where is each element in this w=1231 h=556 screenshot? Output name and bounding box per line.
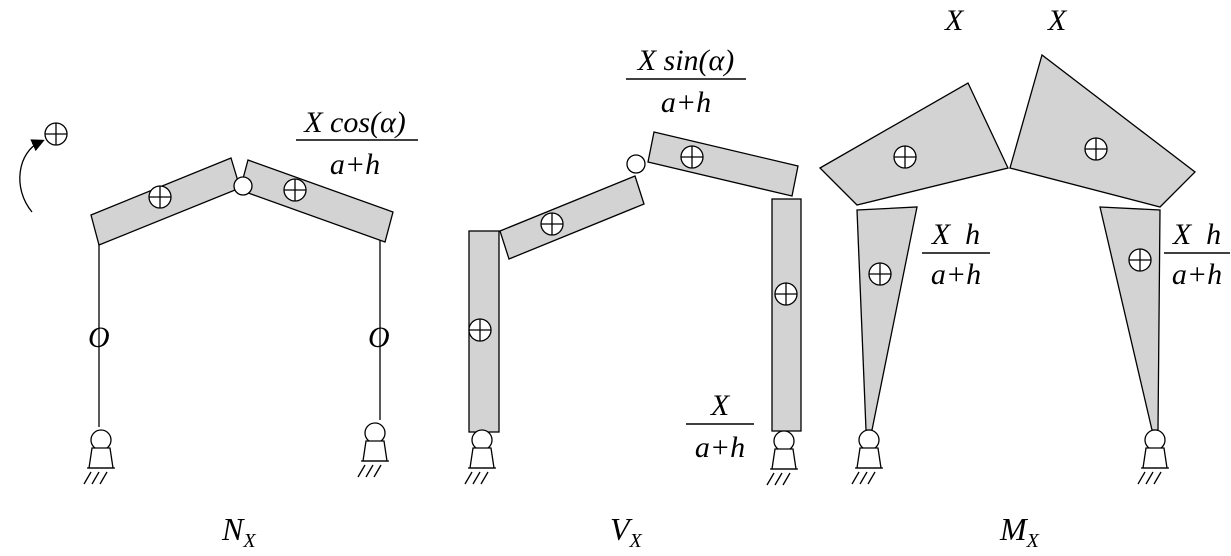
normal-force-fraction: X cos(α) a+h <box>296 106 418 181</box>
right-column-band <box>771 198 802 432</box>
pin-support-icon <box>766 430 799 486</box>
left-rafter-band <box>499 175 645 260</box>
bending-moment-diagram: X X X h a+h X h a+h MX <box>818 4 1230 552</box>
top-right-moment-value: X <box>1047 4 1068 37</box>
crown-hinge <box>233 176 253 196</box>
plus-sign-icon <box>468 318 492 342</box>
fraction-numerator: X h <box>1172 218 1221 251</box>
plus-sign-icon <box>148 185 172 209</box>
left-column-value: O <box>88 321 110 354</box>
sign-convention <box>19 122 68 213</box>
right-column-moment-area <box>1099 206 1161 431</box>
fraction-denominator: a+h <box>695 431 745 464</box>
right-moment-fraction: X h a+h <box>1164 218 1230 291</box>
pin-support-icon <box>851 429 884 485</box>
diagram-title: NX <box>221 511 256 552</box>
left-column-moment-area <box>856 206 918 431</box>
shear-top-fraction: X sin(α) a+h <box>626 44 746 119</box>
crown-hinge <box>626 154 646 174</box>
fraction-numerator: X <box>710 389 731 422</box>
left-rafter-moment-area <box>818 82 1009 206</box>
fraction-denominator: a+h <box>1172 258 1222 291</box>
shear-force-diagram: X sin(α) a+h X a+h VX <box>464 44 802 552</box>
pin-support-icon <box>357 422 390 478</box>
moment-arrow-icon <box>19 139 45 213</box>
normal-force-diagram: O O X cos(α) a+h NX <box>83 106 418 552</box>
top-left-moment-value: X <box>944 4 965 37</box>
fraction-numerator: X cos(α) <box>303 106 406 139</box>
plus-sign-icon <box>774 282 798 306</box>
plus-sign-icon <box>680 145 704 169</box>
diagram-title: VX <box>610 511 643 552</box>
pin-support-icon <box>83 429 116 485</box>
plus-sign-icon <box>1128 248 1152 272</box>
fraction-numerator: X sin(α) <box>637 44 735 77</box>
plus-sign-icon <box>893 145 917 169</box>
fraction-denominator: a+h <box>931 258 981 291</box>
right-rafter-moment-area <box>1009 53 1196 208</box>
shear-bottom-fraction: X a+h <box>686 389 754 464</box>
left-moment-fraction: X h a+h <box>922 218 990 291</box>
fraction-denominator: a+h <box>661 86 711 119</box>
fraction-denominator: a+h <box>330 148 380 181</box>
pin-support-icon <box>464 429 497 485</box>
right-rafter-band <box>647 131 799 197</box>
fraction-numerator: X h <box>931 218 980 251</box>
pin-support-icon <box>1137 429 1170 485</box>
plus-sign-icon <box>540 212 564 236</box>
right-column-value: O <box>368 321 390 354</box>
plus-sign-icon <box>1084 137 1108 161</box>
plus-sign-icon <box>283 178 307 202</box>
diagram-title: MX <box>999 511 1040 552</box>
plus-sign-icon <box>44 122 68 146</box>
plus-sign-icon <box>868 262 892 286</box>
